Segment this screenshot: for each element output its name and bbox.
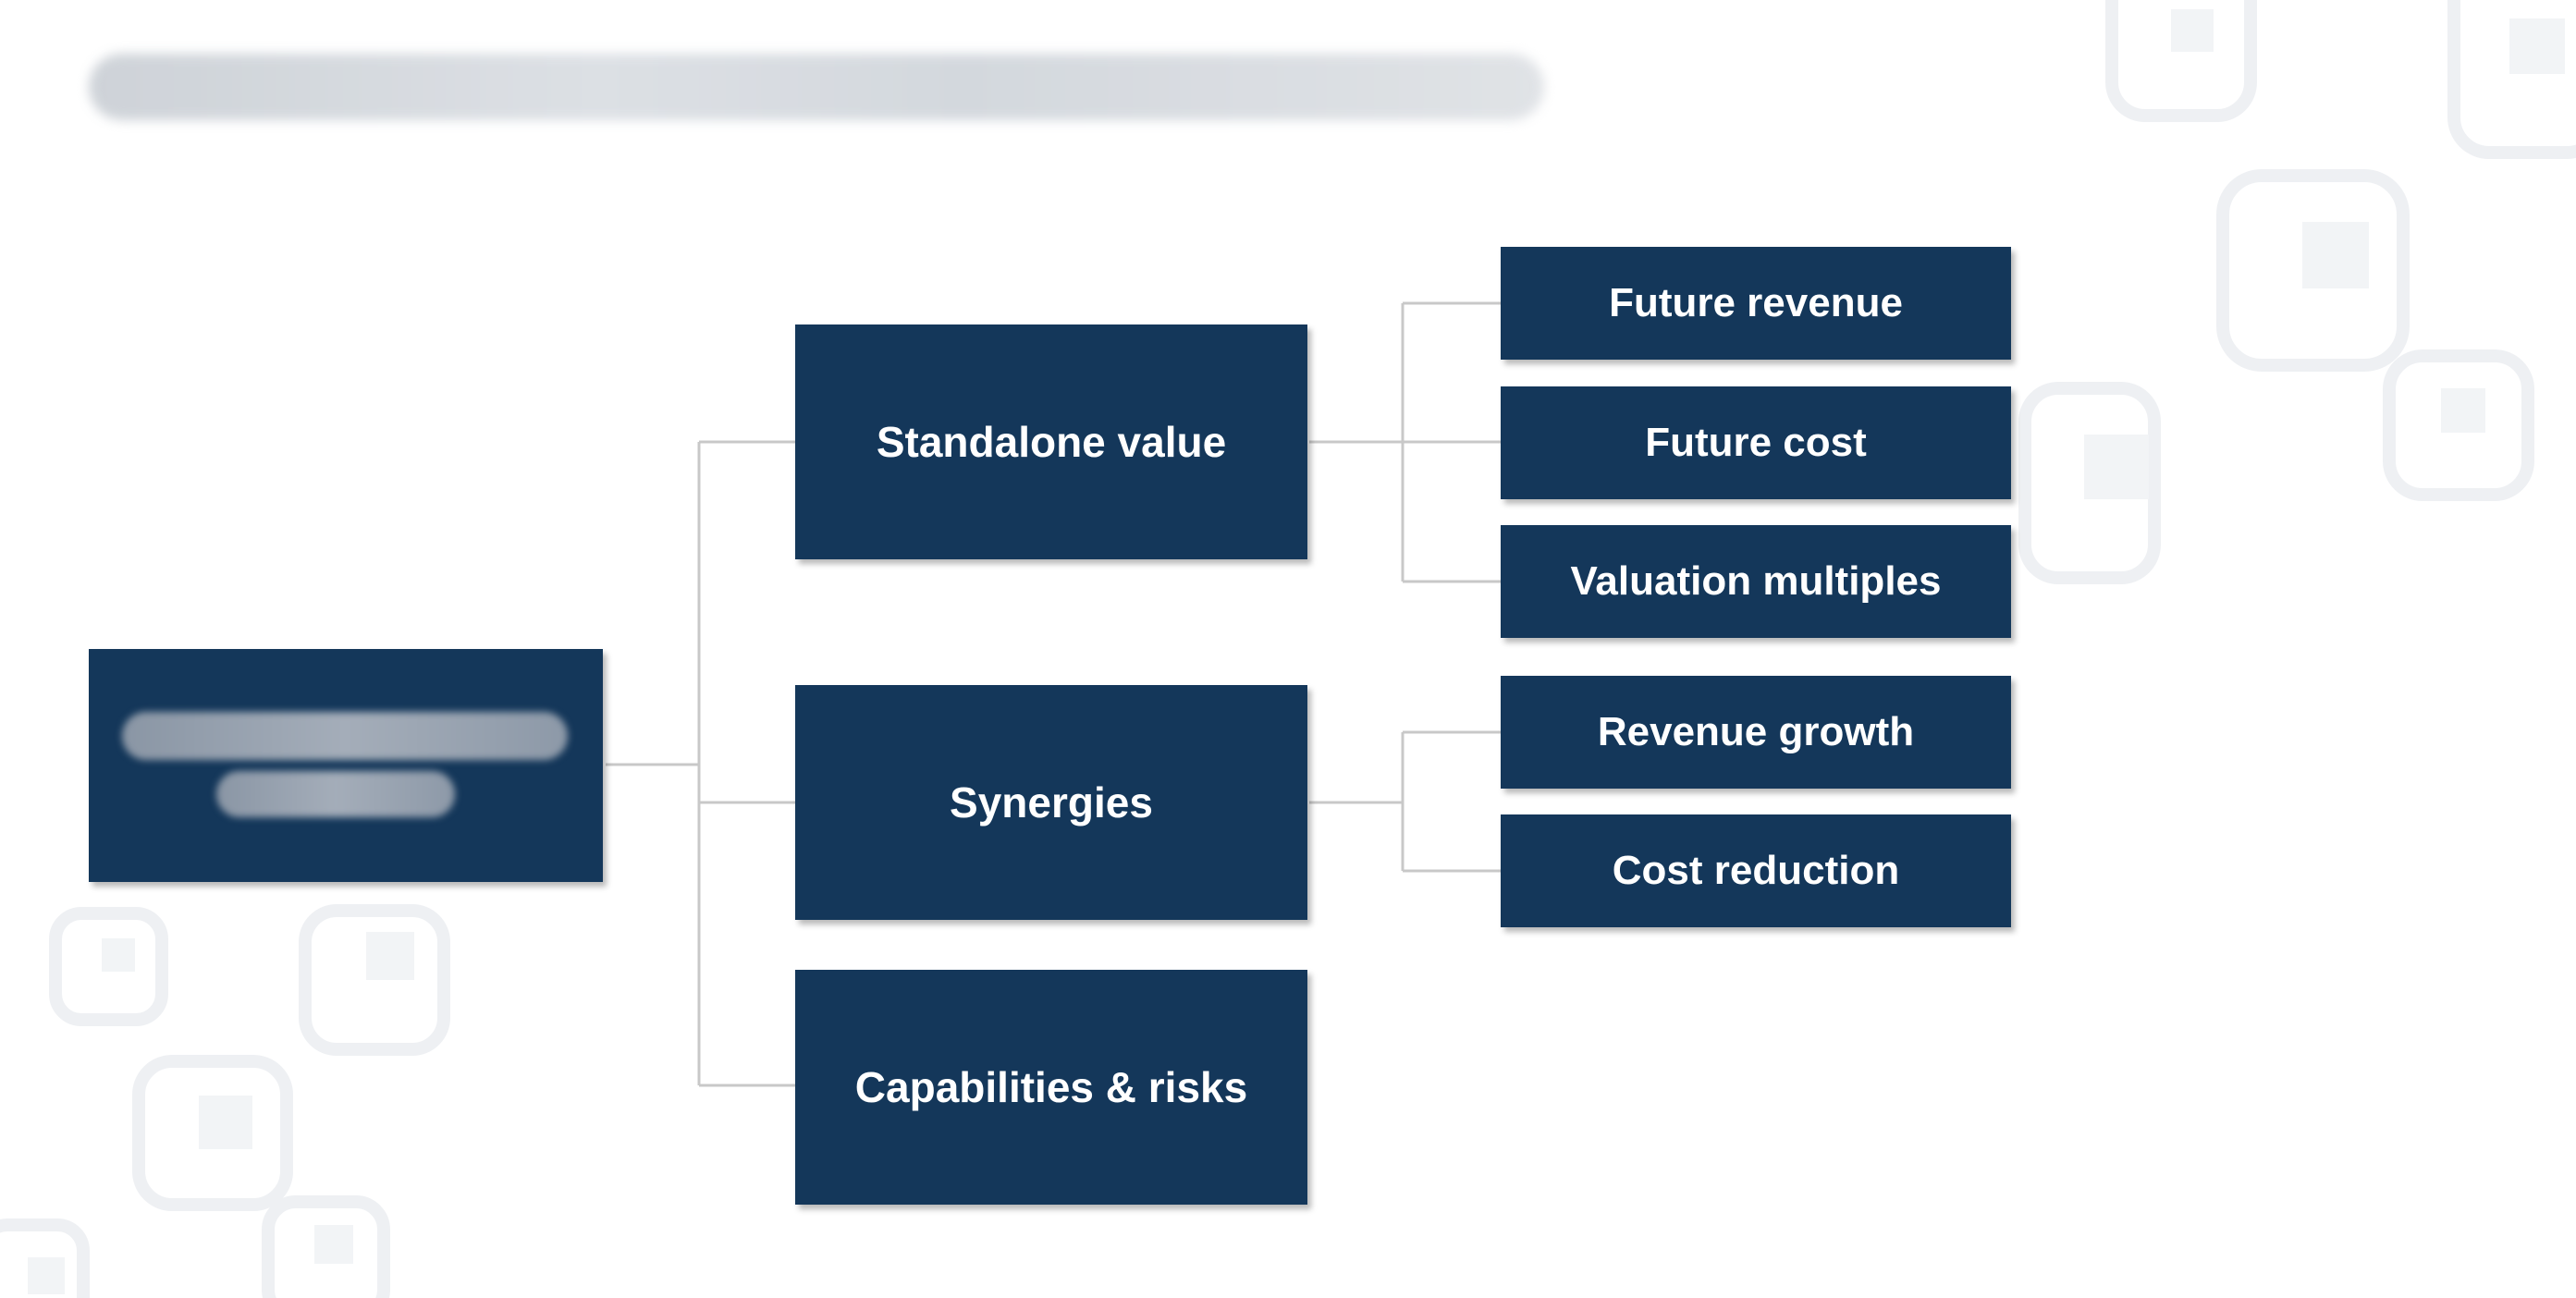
redacted-root-line-1 — [122, 712, 568, 760]
leaf-node-future-revenue: Future revenue — [1501, 247, 2011, 360]
leaf-node-valuation-multiples: Valuation multiples — [1501, 525, 2011, 638]
redacted-title — [89, 54, 1544, 120]
redacted-root-line-2 — [216, 771, 455, 817]
leaf-label: Revenue growth — [1597, 709, 1915, 754]
branch-node-synergies: Synergies — [795, 685, 1307, 920]
leaf-label: Future cost — [1645, 420, 1867, 465]
leaf-node-future-cost: Future cost — [1501, 386, 2011, 499]
root-node — [89, 649, 603, 882]
leaf-label: Future revenue — [1609, 280, 1903, 325]
branch-label: Standalone value — [876, 418, 1227, 466]
branch-label: Synergies — [950, 778, 1153, 827]
branch-label: Capabilities & risks — [854, 1063, 1248, 1111]
leaf-label: Cost reduction — [1612, 848, 1900, 893]
leaf-label: Valuation multiples — [1570, 558, 1942, 604]
leaf-node-revenue-growth: Revenue growth — [1501, 676, 2011, 789]
branch-node-standalone-value: Standalone value — [795, 324, 1307, 559]
branch-node-capabilities-risks: Capabilities & risks — [795, 970, 1307, 1205]
leaf-node-cost-reduction: Cost reduction — [1501, 814, 2011, 927]
